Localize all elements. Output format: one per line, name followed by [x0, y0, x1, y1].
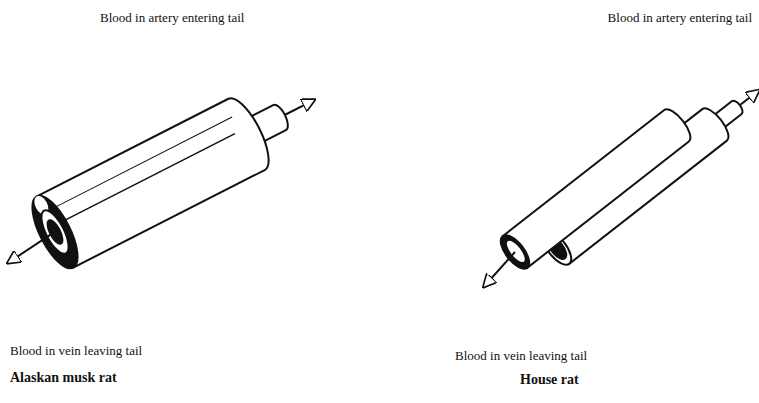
- vein-tube: [467, 105, 695, 295]
- countercurrent-vessels: [0, 65, 332, 293]
- vein-label: Blood in vein leaving tail: [10, 343, 142, 359]
- species-name: Alaskan musk rat: [10, 370, 117, 386]
- vein-label: Blood in vein leaving tail: [455, 348, 587, 364]
- species-name: House rat: [520, 372, 579, 388]
- artery-label: Blood in artery entering tail: [608, 10, 752, 26]
- artery-label: Blood in artery entering tail: [100, 10, 244, 26]
